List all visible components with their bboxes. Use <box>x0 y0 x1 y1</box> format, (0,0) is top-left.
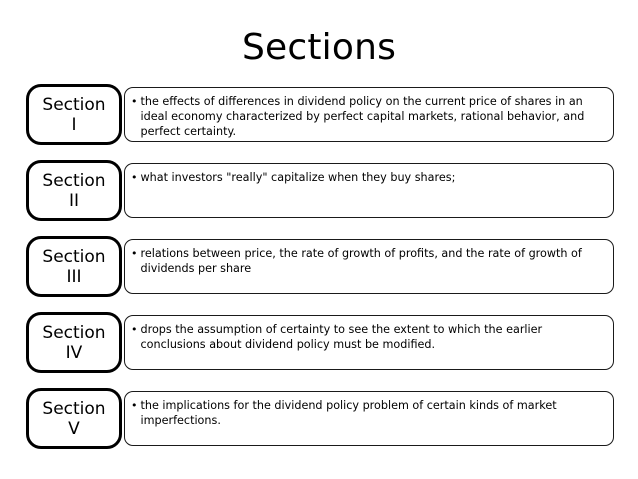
section-description-text: the implications for the dividend policy… <box>140 399 557 427</box>
section-description-text: drops the assumption of certainty to see… <box>140 323 543 351</box>
section-description-text: the effects of differences in dividend p… <box>140 95 585 138</box>
section-label-word: Section <box>42 246 106 267</box>
section-description-inner: • the effects of differences in dividend… <box>129 94 603 139</box>
list-item: • what investors "really" capitalize whe… <box>26 160 614 221</box>
section-description-text: what investors "really" capitalize when … <box>140 171 456 184</box>
section-label-box: Section II <box>26 160 122 221</box>
section-label-word: Section <box>42 322 106 343</box>
section-description-inner: • drops the assumption of certainty to s… <box>129 322 603 352</box>
section-description-box: • the effects of differences in dividend… <box>124 87 614 142</box>
section-label-word: Section <box>42 94 106 115</box>
section-label-box: Section IV <box>26 312 122 373</box>
section-description-box: • what investors "really" capitalize whe… <box>124 163 614 218</box>
section-description-box: • relations between price, the rate of g… <box>124 239 614 294</box>
bullet-icon: • <box>131 95 138 108</box>
section-description-box: • the implications for the dividend poli… <box>124 391 614 446</box>
section-description-inner: • the implications for the dividend poli… <box>129 398 603 428</box>
section-label-box: Section III <box>26 236 122 297</box>
section-label-word: Section <box>42 170 106 191</box>
section-label-numeral: II <box>68 190 80 211</box>
section-label-numeral: V <box>68 418 80 439</box>
bullet-icon: • <box>131 323 138 336</box>
list-item: • relations between price, the rate of g… <box>26 236 614 297</box>
section-label-word: Section <box>42 398 106 419</box>
section-description-inner: • what investors "really" capitalize whe… <box>129 170 603 185</box>
list-item: • the effects of differences in dividend… <box>26 84 614 145</box>
section-label-box: Section V <box>26 388 122 449</box>
bullet-icon: • <box>131 399 138 412</box>
section-label-numeral: III <box>66 266 82 287</box>
bullet-icon: • <box>131 247 138 260</box>
section-description-box: • drops the assumption of certainty to s… <box>124 315 614 370</box>
page-title: Sections <box>241 27 397 68</box>
list-item: • the implications for the dividend poli… <box>26 388 614 449</box>
section-description-inner: • relations between price, the rate of g… <box>129 246 603 276</box>
list-item: • drops the assumption of certainty to s… <box>26 312 614 373</box>
section-label-box: Section I <box>26 84 122 145</box>
section-label-numeral: IV <box>65 342 83 363</box>
section-description-text: relations between price, the rate of gro… <box>140 247 582 275</box>
sections-list: • the effects of differences in dividend… <box>26 84 614 449</box>
bullet-icon: • <box>131 171 138 184</box>
section-label-numeral: I <box>71 114 77 135</box>
